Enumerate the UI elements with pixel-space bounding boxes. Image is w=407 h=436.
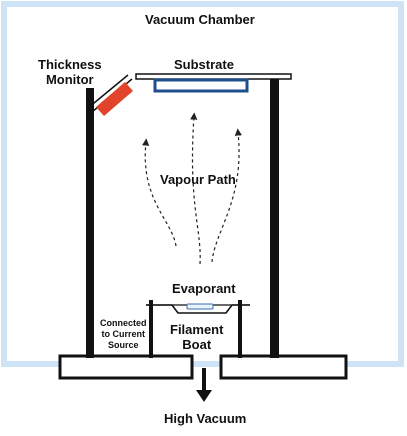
vapour-arrow-right [211,128,242,263]
substrate-holder-bar [135,73,292,80]
filament-boat-label: Filament Boat [170,322,224,352]
vacuum-chamber-wall [1,1,404,367]
vapour-arrow-left [142,138,177,247]
thickness-monitor-crystal [96,82,133,116]
vapour-path-label: Vapour Path [160,172,236,187]
high-vacuum-label: High Vacuum [164,411,247,426]
vapour-arrow-center [190,112,201,265]
high-vacuum-arrow-head [196,390,212,402]
substrate [153,78,249,93]
support-pillar-left [86,88,94,358]
evaporant-label: Evaporant [172,281,236,296]
vacuum-chamber-label: Vacuum Chamber [145,12,255,27]
support-pillar-right [270,78,279,358]
current-source-label: Connected to Current Source [100,318,147,350]
evaporant-charge [186,303,214,310]
base-plate-left [58,354,194,380]
base-plate-right [219,354,348,380]
substrate-label: Substrate [174,57,234,72]
thickness-monitor-label: Thickness Monitor [38,57,102,87]
monitor-mount-line [87,74,129,109]
